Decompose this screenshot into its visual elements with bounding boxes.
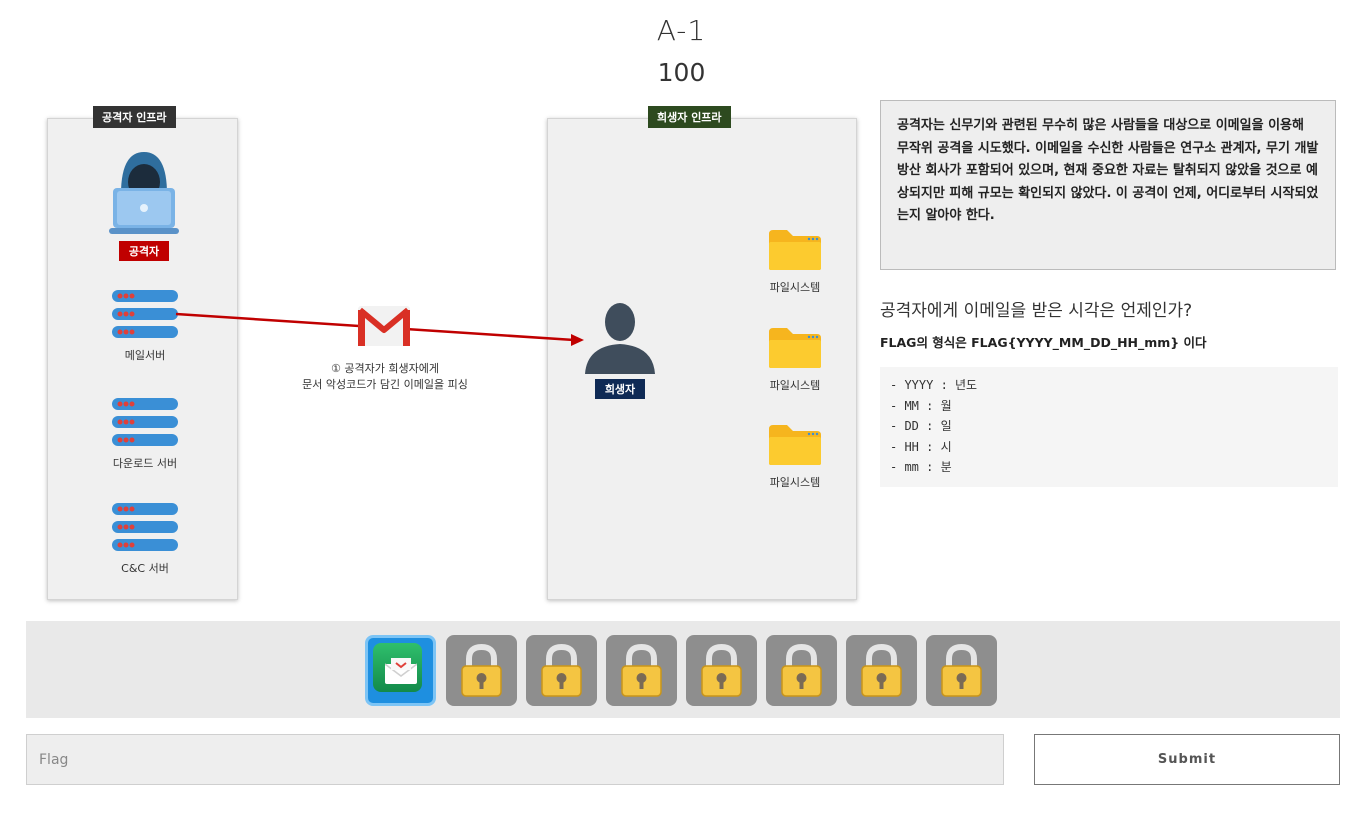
flag-format-legend: - YYYY : 년도 - MM : 월 - DD : 일 - HH : 시 -… bbox=[880, 367, 1338, 487]
format-line: - HH : 시 bbox=[890, 439, 952, 454]
challenge-question: 공격자에게 이메일을 받은 시각은 언제인가? bbox=[880, 301, 1193, 321]
locked-challenge-badge[interactable] bbox=[926, 635, 997, 706]
attack-diagram: 공격자 인프라 희생자 인프라 공격자 메일서버 다운로드 서버 bbox=[30, 98, 870, 610]
filesystem-node: 파일시스템 bbox=[750, 228, 840, 295]
filesystem-node: 파일시스템 bbox=[750, 423, 840, 490]
victim-label: 희생자 bbox=[594, 379, 646, 399]
lock-icon bbox=[541, 644, 582, 697]
filesystem-node: 파일시스템 bbox=[750, 326, 840, 393]
locked-challenge-badge[interactable] bbox=[446, 635, 517, 706]
format-line: - DD : 일 bbox=[890, 419, 952, 433]
victim-node: 희생자 bbox=[578, 300, 662, 399]
download-server-label: 다운로드 서버 bbox=[112, 457, 178, 470]
lock-icon bbox=[701, 644, 742, 697]
lock-icon bbox=[861, 644, 902, 697]
attacker-node: 공격자 bbox=[104, 148, 184, 261]
format-line: - YYYY : 년도 bbox=[890, 378, 978, 392]
victim-infra-label: 희생자 인프라 bbox=[648, 106, 731, 128]
folder-icon bbox=[769, 328, 821, 368]
mail-server-label: 메일서버 bbox=[124, 349, 166, 362]
challenge-points: 100 bbox=[657, 58, 706, 87]
phish-caption: ① 공격자가 희생자에게 문서 악성코드가 담긴 이메일을 피싱 bbox=[280, 361, 490, 393]
format-line: - MM : 월 bbox=[890, 398, 952, 413]
locked-challenge-badge[interactable] bbox=[526, 635, 597, 706]
cnc-server-label: C&C 서버 bbox=[121, 562, 169, 575]
phish-caption-line1: ① 공격자가 희생자에게 bbox=[331, 362, 439, 375]
phishing-arrow bbox=[175, 312, 584, 346]
format-line: - mm : 분 bbox=[890, 460, 952, 474]
lock-icon bbox=[621, 644, 662, 697]
challenge-title: A-1 bbox=[656, 14, 707, 47]
folder-icon bbox=[769, 425, 821, 465]
challenge-description: 공격자는 신무기와 관련된 무수히 많은 사람들을 대상으로 이메일을 이용해 … bbox=[880, 100, 1336, 270]
gmail-icon bbox=[358, 306, 410, 346]
mail-server-node: 메일서버 bbox=[100, 288, 190, 363]
phish-caption-line2: 문서 악성코드가 담긴 이메일을 피싱 bbox=[302, 378, 468, 391]
filesystem-label: 파일시스템 bbox=[769, 379, 821, 392]
download-server-node: 다운로드 서버 bbox=[100, 396, 190, 471]
filesystem-label: 파일시스템 bbox=[769, 281, 821, 294]
lock-icon bbox=[461, 644, 502, 697]
locked-challenge-badge[interactable] bbox=[766, 635, 837, 706]
lock-icon bbox=[941, 644, 982, 697]
mail-app-icon bbox=[385, 658, 417, 684]
challenge-badge-strip bbox=[26, 621, 1340, 718]
flag-input[interactable] bbox=[26, 734, 1004, 785]
server-stack-icon bbox=[112, 503, 178, 551]
filesystem-label: 파일시스템 bbox=[769, 476, 821, 489]
cnc-server-node: C&C 서버 bbox=[100, 501, 190, 576]
locked-challenge-badge[interactable] bbox=[846, 635, 917, 706]
server-stack-icon bbox=[112, 290, 178, 338]
flag-format-text: FLAG의 형식은 FLAG{YYYY_MM_DD_HH_mm} 이다 bbox=[880, 335, 1207, 350]
lock-icon bbox=[781, 644, 822, 697]
challenge-badge-mail[interactable] bbox=[365, 635, 436, 706]
attacker-label: 공격자 bbox=[118, 241, 170, 261]
hacker-icon bbox=[109, 152, 179, 234]
folder-icon bbox=[769, 230, 821, 270]
locked-challenge-badge[interactable] bbox=[606, 635, 677, 706]
user-silhouette-icon bbox=[585, 303, 655, 374]
server-stack-icon bbox=[112, 398, 178, 446]
attacker-infra-label: 공격자 인프라 bbox=[93, 106, 176, 128]
submit-button[interactable]: Submit bbox=[1034, 734, 1340, 785]
locked-challenge-badge[interactable] bbox=[686, 635, 757, 706]
